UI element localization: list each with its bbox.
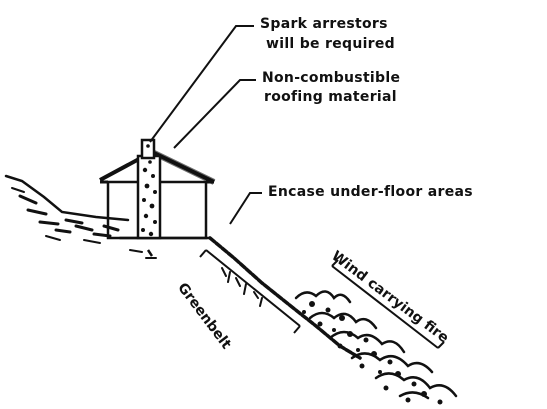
wildland-brush-fill [302,301,443,405]
roofing-label-line2: roofing material [264,89,397,105]
greenbelt-grass [221,267,263,307]
spark-leader [149,25,254,143]
chimney-stone-texture [141,144,157,237]
greenbelt-bracket [199,249,301,334]
leader-lines [149,25,262,225]
spark-arrestors-label-line1: Spark arrestors [260,16,388,32]
roof-leader [173,79,256,149]
ground-slope [118,236,362,360]
upper-hillside [4,174,130,244]
spark-arrestors-label-line2: will be required [266,36,396,52]
encase-underfloor-label: Encase under-floor areas [268,184,473,200]
encase-leader [229,192,262,225]
roofing-label-line1: Non-combustible [262,70,401,86]
wildland-brush [294,290,458,400]
chimney [136,138,162,257]
wind-bracket [331,259,445,349]
